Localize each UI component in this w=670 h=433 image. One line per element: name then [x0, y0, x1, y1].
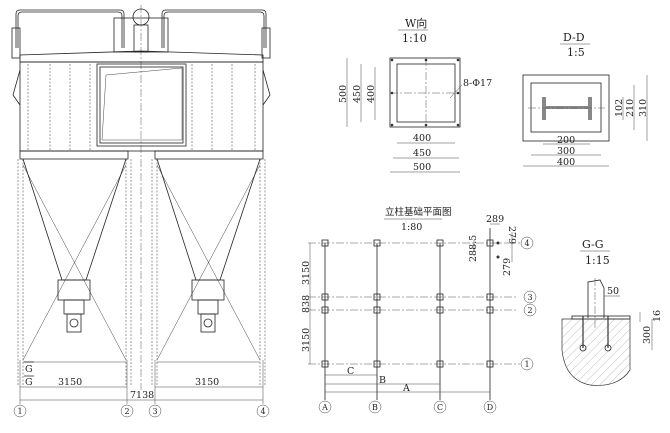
gg-dim-300: 300 [642, 326, 653, 344]
w-dim-v-400: 400 [366, 85, 377, 103]
dim-289: 289 [486, 214, 504, 225]
w-view-title: W向 [405, 16, 427, 30]
span-b: B [379, 375, 386, 386]
dd-dim-310: 310 [638, 99, 649, 117]
row-axis-4: 4 [524, 239, 529, 248]
dim-288-5: 288.5 [468, 235, 479, 262]
axis-4: 4 [260, 407, 265, 416]
dd-dim-300: 300 [557, 146, 575, 157]
w-dim-h-500: 500 [413, 162, 431, 173]
gg-scale: 1:15 [585, 254, 610, 267]
w-dim-h-400: 400 [413, 133, 431, 144]
column-footings [321, 239, 494, 368]
plan-dim-838: 838 [301, 295, 312, 313]
section-mark-g-top: G [25, 364, 33, 375]
w-dim-v-450: 450 [352, 85, 363, 103]
axis-bubbles: 1 2 3 4 [13, 404, 270, 418]
plan-dim-3150-top: 3150 [301, 261, 312, 285]
plan-title: 立柱基础平面图 [385, 206, 452, 218]
w-view-scale: 1:10 [402, 32, 427, 45]
w-dim-h-450: 450 [413, 148, 431, 159]
dd-section-detail: D-D 1:5 102 210 310 200 300 400 [522, 31, 649, 168]
dd-dim-210: 210 [625, 99, 636, 117]
plan-scale: 1:80 [401, 222, 422, 233]
dd-scale: 1:5 [567, 46, 585, 59]
gg-title: G-G [582, 238, 604, 251]
axis-3: 3 [152, 407, 157, 416]
w-dim-v-500: 500 [338, 85, 349, 103]
dust-collector-elevation: G G 3150 3150 7138 1 2 3 4 [11, 5, 271, 418]
dd-dim-200: 200 [557, 135, 575, 146]
dim-total: 7138 [130, 390, 154, 401]
w-view-detail: W向 1:10 8-Φ17 500 450 400 400 450 500 [338, 16, 492, 173]
dd-dim-400: 400 [557, 157, 575, 168]
row-axis-1: 1 [524, 360, 529, 369]
dd-dim-102: 102 [614, 99, 625, 117]
hole-note: 8-Φ17 [463, 78, 492, 89]
foundation-plan: 立柱基础平面图 1:80 3150 838 3150 289 288.5 279… [301, 206, 537, 414]
row-axis-2: 2 [527, 306, 532, 315]
col-axis-c: C [437, 403, 443, 412]
col-axis-b: B [372, 403, 378, 412]
gg-dim-16: 16 [652, 310, 663, 322]
span-a: A [402, 383, 410, 394]
gg-section-detail: G-G 1:15 50 16 300 [561, 238, 663, 386]
row-axis-3: 3 [527, 293, 532, 302]
gg-dim-50: 50 [607, 286, 619, 297]
dim-279-bottom: 279 [502, 258, 513, 276]
axis-1: 1 [17, 407, 22, 416]
col-axis-a: A [321, 403, 328, 412]
section-mark-g-bottom: G [25, 377, 33, 388]
plan-dim-3150-bottom: 3150 [301, 328, 312, 352]
axis-2: 2 [124, 407, 129, 416]
dim-left-span: 3150 [58, 377, 82, 388]
col-axis-d: D [487, 403, 493, 412]
span-c: C [347, 366, 354, 377]
dim-right-span: 3150 [195, 377, 219, 388]
dim-279-top: 279 [506, 226, 517, 244]
dd-title: D-D [563, 31, 585, 44]
